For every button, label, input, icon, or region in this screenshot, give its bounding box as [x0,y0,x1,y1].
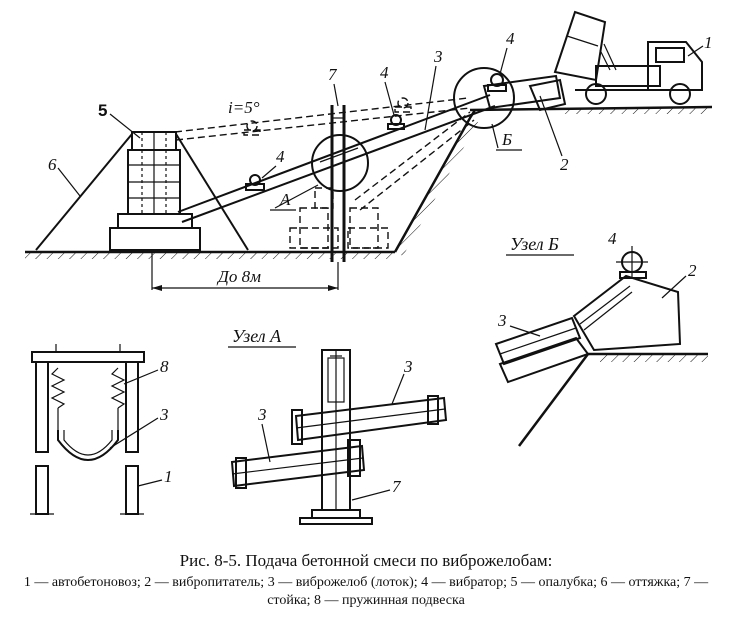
ground-hatch-top [560,108,710,114]
callout-4-nodeb: 4 [608,229,617,248]
slope-label: i=5° [228,98,260,117]
callout-6: 6 [48,155,57,174]
concrete-chute-diagram: До 8м i=5° А Б 1 2 3 4 4 4 5 6 7 [25,10,713,525]
vibrator-mid [387,114,405,130]
ground-hatch-left [25,252,395,259]
node-a-circle [311,134,369,192]
node-b-detail [494,246,708,447]
formwork [109,131,201,251]
dashed-chute-2 [175,107,471,141]
main-scheme: До 8м i=5° А Б 1 2 3 4 4 4 5 6 7 [25,10,713,291]
leader-3 [424,65,437,131]
node-a-leader [274,184,319,209]
callout-2: 2 [560,155,569,174]
dashed-chute-1 [174,97,469,133]
guy-rope-left [35,133,133,251]
callout-5: 5 [98,101,107,120]
callout-3-nodeb: 3 [497,311,507,330]
callout-1-detail: 1 [164,467,173,486]
leader-7 [333,83,339,107]
leader-3-nodeb [509,325,541,337]
node-b-marker: Б [501,130,512,149]
callout-7-nodea: 7 [392,477,402,496]
vibrator-dashed-1 [243,120,261,136]
callout-3: 3 [433,47,443,66]
callout-3-nodea-left: 3 [257,405,267,424]
distance-label: До 8м [216,267,261,286]
feeder-box [528,78,567,112]
caption-title: Рис. 8-5. Подача бетонной смеси по вибро… [179,551,553,570]
callout-4b: 4 [380,63,389,82]
leader-1 [687,45,704,57]
node-b-circle [453,67,515,129]
node-a-title: Узел А [232,326,282,346]
leader-7-nodea [351,489,391,501]
leader-5 [109,113,141,139]
leader-3-detail [109,417,159,449]
node-b-leader [491,123,499,149]
callout-8-detail: 8 [160,357,169,376]
caption-legend: 1 — автобетоновоз; 2 — вибропитатель; 3 … [23,575,709,608]
callout-4c: 4 [276,147,285,166]
vibro-feeder [482,74,562,110]
callout-2-nodeb: 2 [688,261,697,280]
distance-dimension [151,252,339,291]
callout-1: 1 [704,33,713,52]
leader-4c [261,165,277,179]
main-chute [177,94,496,223]
guy-rope-right [175,133,249,251]
callout-4a: 4 [506,29,515,48]
slope-hatch [395,118,478,256]
leader-1-detail [137,479,163,487]
dashed-supports [289,187,389,249]
node-a-detail [230,349,448,525]
leader-2-nodeb [661,275,687,299]
dashed-chute-4 [359,119,475,211]
spring-suspension-detail [30,344,145,515]
node-a-marker: А [279,190,291,209]
leader-6 [57,167,81,197]
leader-4b [384,81,395,116]
callout-3-detail: 3 [159,405,169,424]
leader-3-nodea-left [261,423,271,463]
callout-7: 7 [328,65,338,84]
vibrator-dashed-2 [394,97,412,113]
leader-3-nodea-top [391,373,405,405]
leader-8-detail [123,369,159,385]
vibrator-lower [245,174,265,191]
figure-caption: Рис. 8-5. Подача бетонной смеси по вибро… [0,550,732,610]
concrete-truck [553,10,703,105]
rack-post [330,105,346,262]
node-b-title: Узел Б [510,234,559,254]
leader-2 [539,95,563,157]
dashed-chute-3 [354,111,471,201]
leader-4a [499,47,508,75]
callout-3-nodea-top: 3 [403,357,413,376]
